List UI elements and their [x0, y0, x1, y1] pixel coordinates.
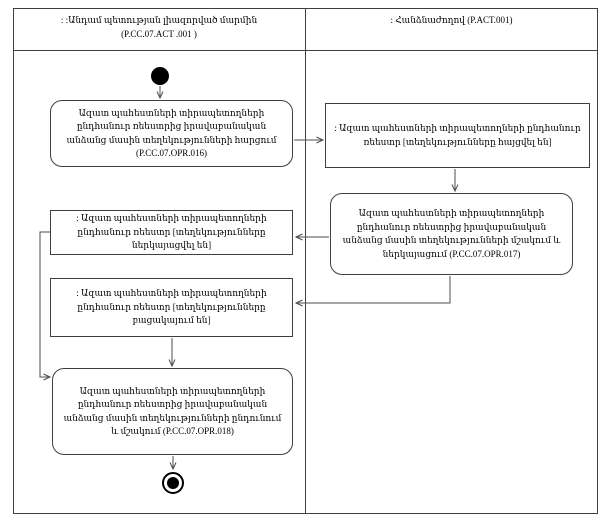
lane-header-member-state-authority: : :Անդամ պետության լիազորված մարմին (P.C…: [60, 15, 258, 39]
edge-object-presented-to-action018: [39, 231, 52, 381]
object-node-registry-absent: : Ազատ պահեստների տիրապետողների ընդհանու…: [50, 278, 293, 337]
object-node-registry-presented: : Ազատ պահեստների տիրապետողների ընդհանու…: [50, 210, 293, 255]
action-opr-016: Ազատ պահեստների տիրապետողների ընդհանուր …: [50, 100, 293, 167]
action-opr-018: Ազատ պահեստների տիրապետողների ընդհանուր …: [52, 368, 293, 455]
activity-final-node: [162, 472, 184, 494]
activity-final-node-dot: [167, 477, 179, 489]
object-node-registry-requested: : Ազատ պահեստների տիրապետողների ընդհանու…: [325, 103, 590, 168]
lane-header-commission: : Հանձնաժողով (P.ACT.001): [390, 15, 513, 25]
action-opr-017: Ազատ պահեստների տիրապետողների ընդհանուր …: [330, 193, 573, 275]
lane-header-divider: [13, 50, 598, 51]
initial-node: [151, 67, 169, 85]
lane-divider: [305, 8, 306, 513]
edge-action017-to-object-absent: [294, 276, 451, 307]
